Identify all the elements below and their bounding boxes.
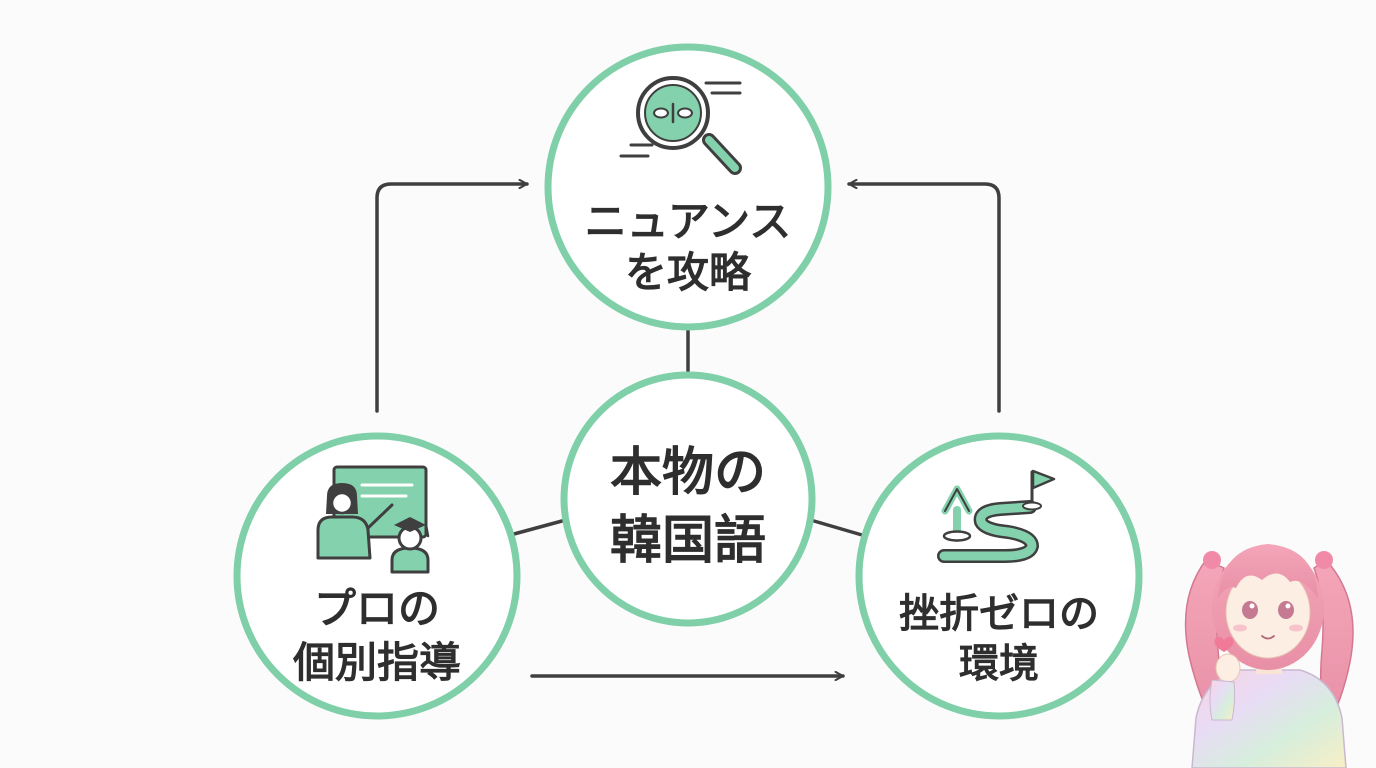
arrow-right-to-top: [847, 184, 1001, 413]
right-line1: 挫折ゼロの: [899, 591, 1099, 637]
center-line1: 本物の: [610, 443, 766, 503]
left-line2: 個別指導: [292, 638, 461, 687]
right-circle: [855, 432, 1143, 720]
top-line2: を攻略: [625, 248, 752, 297]
connector-right-center: [812, 519, 864, 537]
connectors: [375, 184, 1001, 676]
arrow-left-to-top: [375, 184, 529, 413]
top-line1: ニュアンス: [585, 197, 792, 246]
path-flag-icon: [937, 469, 1056, 563]
right-line2: 環境: [959, 641, 1039, 687]
center-line2: 韓国語: [610, 511, 766, 571]
center-circle: [560, 371, 816, 627]
left-line1: プロの: [314, 584, 440, 633]
left-circle: [233, 432, 521, 720]
connector-left-center: [512, 519, 564, 536]
top-node: ニュアンス を攻略: [544, 43, 832, 331]
center-node: 本物の 韓国語: [560, 371, 816, 627]
right-node: 挫折ゼロの 環境: [855, 432, 1143, 720]
anime-girl-illustration: [1184, 544, 1354, 768]
magnifier-icon: [619, 76, 742, 175]
teacher-icon: [316, 465, 430, 574]
top-circle: [544, 43, 832, 331]
left-node: プロの 個別指導: [233, 432, 521, 720]
